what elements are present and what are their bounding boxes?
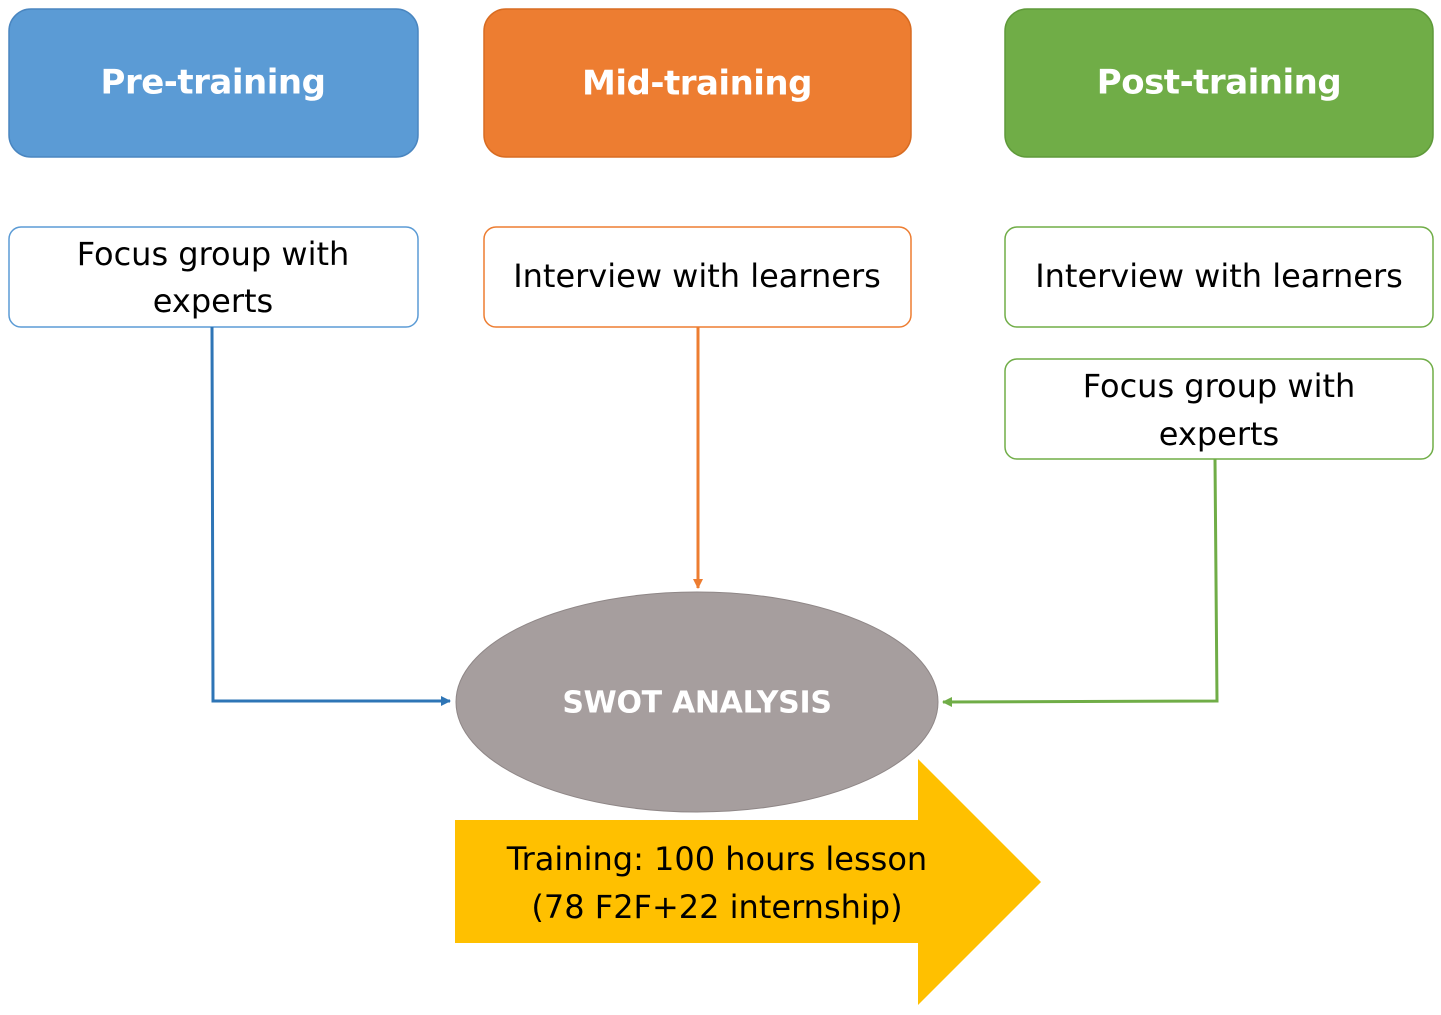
pre-method-box: Focus group with experts xyxy=(8,226,419,328)
post-method-box-1: Interview with learners xyxy=(1004,226,1434,328)
post-method-1-text: Interview with learners xyxy=(1035,257,1403,295)
post-training-header: Post-training xyxy=(1004,8,1434,158)
post-training-title: Post-training xyxy=(1097,63,1341,103)
pre-training-header: Pre-training xyxy=(8,8,419,158)
post-to-swot-connector xyxy=(942,458,1219,707)
mid-training-header: Mid-training xyxy=(483,8,912,158)
swot-analysis-node: SWOT ANALYSIS xyxy=(455,591,939,813)
pre-training-title: Pre-training xyxy=(101,63,326,103)
post-method-box-2: Focus group with experts xyxy=(1004,358,1434,460)
training-arrow-line2: (78 F2F+22 internship) xyxy=(531,888,902,926)
mid-method-text: Interview with learners xyxy=(513,257,881,295)
post-method-2-line1: Focus group with xyxy=(1083,367,1356,405)
swot-analysis-label: SWOT ANALYSIS xyxy=(562,686,831,721)
mid-method-box: Interview with learners xyxy=(483,226,912,328)
training-arrow-line1: Training: 100 hours lesson xyxy=(506,840,927,878)
post-method-2-line2: experts xyxy=(1159,415,1279,453)
pre-method-line2: experts xyxy=(153,282,273,320)
training-arrow: Training: 100 hours lesson (78 F2F+22 in… xyxy=(455,759,1041,1005)
mid-training-title: Mid-training xyxy=(582,64,812,104)
pre-method-line1: Focus group with xyxy=(77,235,350,273)
pre-to-swot-connector xyxy=(210,326,451,706)
